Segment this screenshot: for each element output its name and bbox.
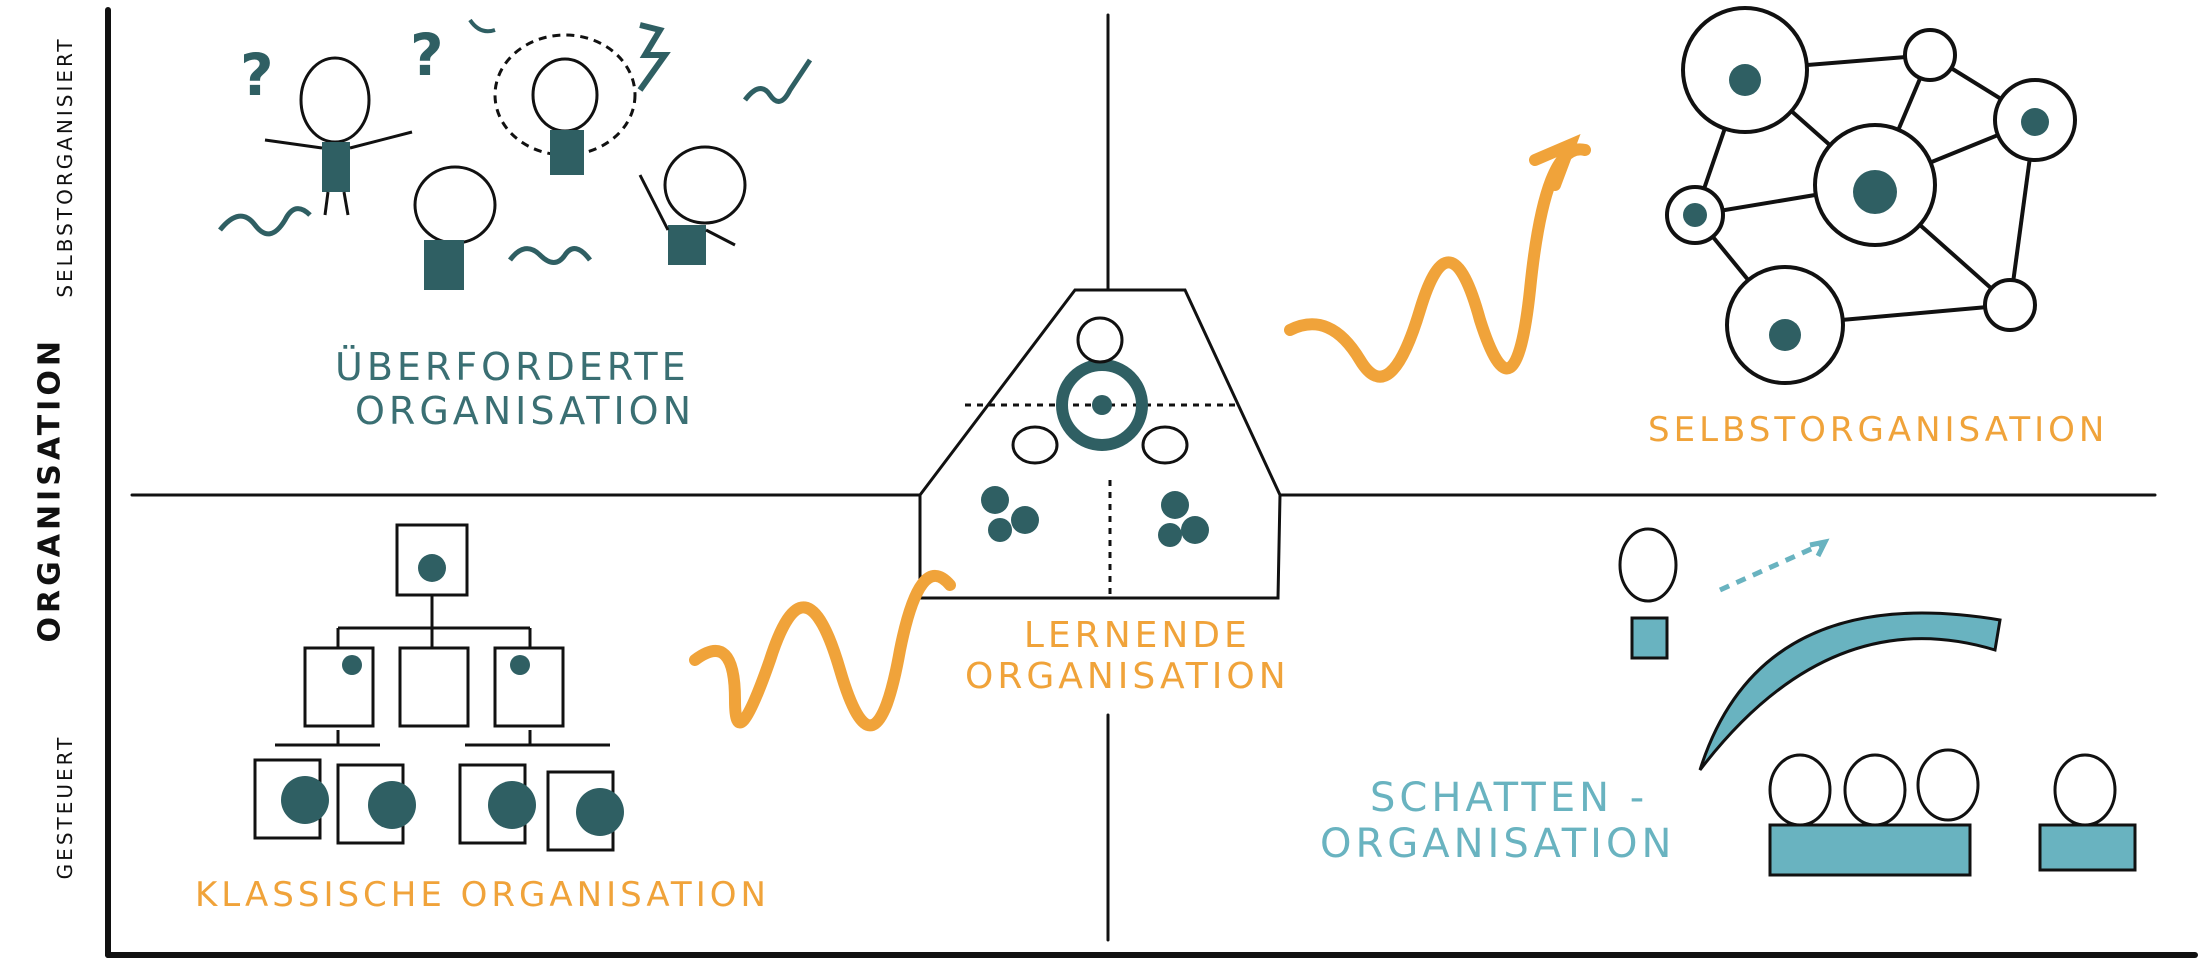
y-axis-title: ORGANISATION	[32, 337, 68, 643]
shadow-org-label: SCHATTEN - ORGANISATION	[1320, 775, 1675, 867]
self-organisation-label: SELBSTORGANISATION	[1648, 410, 2109, 450]
overwhelmed-org-line1: ÜBERFORDERTE	[335, 345, 690, 389]
shadow-organisation-illustration	[1618, 527, 2137, 877]
question-mark-icon: ?	[410, 21, 444, 89]
gear-icon	[281, 554, 624, 836]
shadow-org-line2: ORGANISATION	[1320, 821, 1676, 867]
orange-squiggle-left	[689, 570, 956, 732]
puzzle-pieces	[1768, 823, 1972, 877]
classical-org-label: KLASSISCHE ORGANISATION	[195, 875, 770, 915]
shadow-org-line1: SCHATTEN -	[1370, 775, 1649, 821]
y-axis-bottom-label: GESTEUERT	[53, 734, 77, 880]
hierarchy-illustration	[253, 523, 624, 852]
network-node	[1903, 28, 1957, 82]
arrow-head-icon	[1529, 133, 1581, 191]
learning-organisation-illustration	[918, 288, 1282, 600]
overwhelmed-org-line2: ORGANISATION	[355, 389, 696, 433]
puzzle-pieces	[2038, 823, 2137, 872]
learning-org-line2: ORGANISATION	[965, 656, 1290, 697]
org-box	[493, 646, 565, 728]
y-axis-top-label: SELBSTORGANISIERT	[53, 36, 77, 298]
umbrella-icon	[1698, 611, 2002, 771]
network-illustration	[1665, 6, 2077, 385]
org-box	[303, 646, 375, 728]
confused-people-illustration: ? ?	[218, 18, 813, 290]
overwhelmed-org-label: ÜBERFORDERTE ORGANISATION	[335, 345, 695, 433]
org-box	[398, 646, 470, 728]
gear-icon	[981, 486, 1209, 547]
question-mark-icon: ?	[240, 41, 274, 109]
growth-arrows	[689, 133, 1591, 732]
org-box	[395, 523, 469, 597]
learning-org-label: LERNENDE ORGANISATION	[965, 615, 1290, 697]
helm-wheel-icon	[1056, 359, 1148, 451]
orange-arrow-right	[1284, 143, 1591, 383]
learning-org-line1: LERNENDE	[1023, 615, 1251, 656]
network-node	[1983, 278, 2037, 332]
